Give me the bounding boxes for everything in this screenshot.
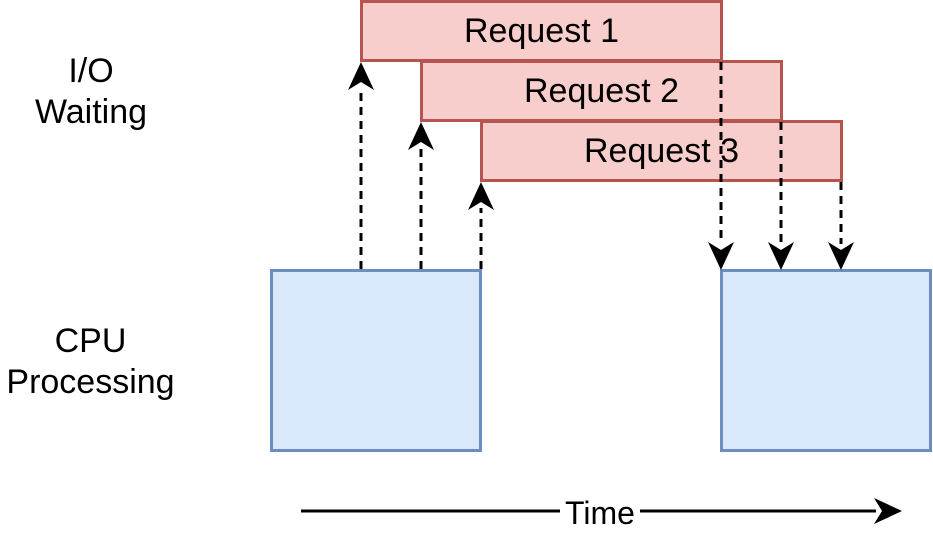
time-axis-label: Time xyxy=(560,492,640,534)
request-1-label: Request 1 xyxy=(464,11,619,50)
dispatch-arrow-3 xyxy=(468,182,494,269)
cpu-processing-block-start xyxy=(270,269,482,452)
cpu-processing-block-end xyxy=(720,269,932,452)
completion-arrow-1 xyxy=(708,62,734,270)
io-waiting-label: I/O Waiting xyxy=(34,52,148,131)
completion-arrow-2 xyxy=(768,122,794,270)
dispatch-arrow-2 xyxy=(408,122,434,269)
cpu-processing-label: CPU Processing xyxy=(6,322,175,401)
request-2-label: Request 2 xyxy=(524,71,679,110)
request-3-label: Request 3 xyxy=(584,131,739,170)
dispatch-arrow-1 xyxy=(348,62,374,269)
completion-arrow-3 xyxy=(828,182,854,270)
